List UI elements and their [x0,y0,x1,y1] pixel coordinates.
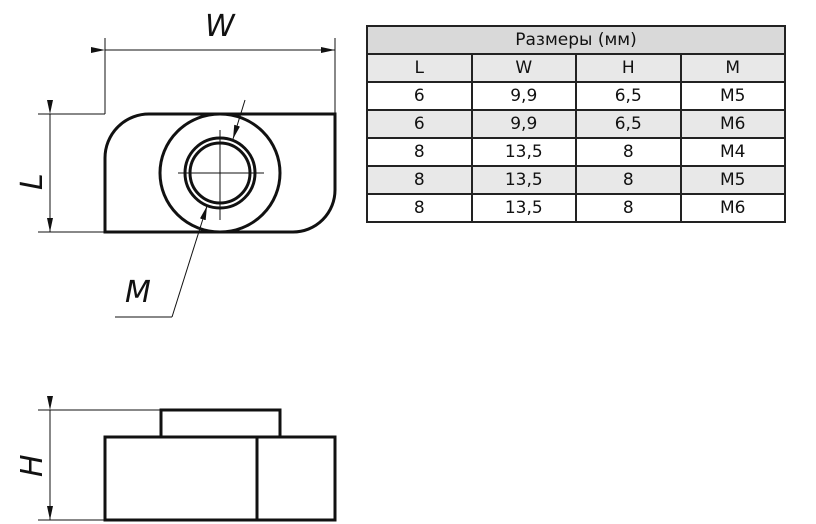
cell: 6 [366,81,473,111]
cell: 13,5 [470,193,577,223]
cell: 8 [366,193,473,223]
cell: 8 [575,193,682,223]
nut-outline [103,112,337,234]
cell: M6 [679,109,786,139]
height-label: H [15,454,50,477]
column-header: W [470,53,577,83]
cell: M6 [679,193,786,223]
cell: 6 [366,109,473,139]
thread-label: M [125,275,151,310]
nut-body [103,435,337,522]
table-title: Размеры (мм) [366,25,786,55]
cell: 8 [366,165,473,195]
cell: 6,5 [575,109,682,139]
length-label: L [15,173,50,190]
cell: 9,9 [470,81,577,111]
cell: 6,5 [575,81,682,111]
cell: M5 [679,165,786,195]
cell: M5 [679,81,786,111]
cell: 13,5 [470,165,577,195]
column-header: L [366,53,473,83]
cell: 8 [366,137,473,167]
column-header: M [679,53,786,83]
top-view [38,38,337,318]
table-header-row: L W H M [366,53,786,83]
side-view [38,396,337,522]
cell: M4 [679,137,786,167]
thread-leader [171,205,208,318]
cell: 13,5 [470,137,577,167]
cell: 8 [575,165,682,195]
cell: 9,9 [470,109,577,139]
column-header: H [575,53,682,83]
width-label: W [205,9,236,44]
nut-top-boss [159,408,282,439]
cell: 8 [575,137,682,167]
